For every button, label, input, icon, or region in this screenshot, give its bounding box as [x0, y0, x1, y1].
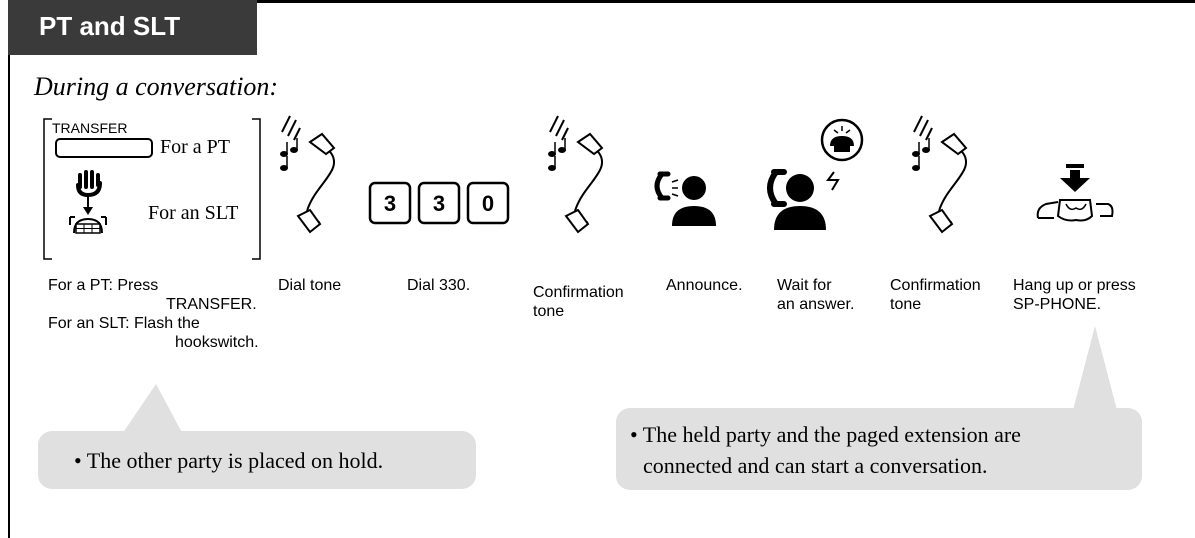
step-dial: Dial 330.: [407, 277, 471, 294]
connected-note-line1: • The held party and the paged extension…: [630, 422, 1021, 447]
step-confirmation-tone-1-line1: Confirmation: [533, 284, 624, 301]
step-confirmation-tone-2-line1: Confirmation: [890, 277, 981, 294]
announce-icon: [654, 171, 716, 226]
connected-callout-pointer: [1072, 326, 1118, 414]
phone-hook-icon: [69, 170, 107, 234]
section-title-tab: PT and SLT: [8, 0, 257, 55]
step-dial-tone: Dial tone: [278, 277, 342, 294]
hang-up-icon: [1036, 164, 1114, 222]
hold-note-bubble: • The other party is placed on hold.: [38, 431, 476, 489]
wait-answer-icon: [767, 118, 864, 230]
section-title: PT and SLT: [39, 11, 181, 41]
connected-note-line2: connected and can start a conversation.: [643, 453, 988, 478]
dial-key-3: 0: [482, 191, 494, 216]
step-press-transfer-line2: TRANSFER.: [166, 296, 257, 313]
for-slt-label: For an SLT: [148, 202, 239, 224]
right-bracket: [252, 118, 261, 260]
dial-key-1: 3: [384, 191, 396, 216]
step-flash-hookswitch-line2: hookswitch.: [175, 334, 259, 351]
step-announce: Announce.: [666, 277, 743, 294]
handset-with-tone-icon: [912, 115, 968, 234]
step-press-transfer-line1: For a PT: Press: [48, 277, 159, 294]
step-wait-answer-line2: an answer.: [777, 296, 855, 313]
handset-with-tone-icon: [280, 115, 336, 234]
intro-text: During a conversation:: [34, 72, 279, 101]
dial-keys-icon: 3 3 0: [368, 181, 510, 225]
step-wait-answer-line1: Wait for: [777, 277, 832, 294]
connected-note-bubble: • The held party and the paged extension…: [616, 408, 1142, 490]
step-confirmation-tone-1-line2: tone: [533, 303, 565, 320]
step-hang-up-line2: SP-PHONE.: [1013, 296, 1102, 313]
handset-with-tone-icon: [548, 115, 604, 234]
dial-key-2: 3: [433, 191, 445, 216]
step-hang-up-line1: Hang up or press: [1013, 277, 1136, 294]
for-pt-label: For a PT: [160, 136, 230, 158]
bracket-group: [43, 118, 261, 260]
hold-note: • The other party is placed on hold.: [74, 448, 384, 473]
hold-callout-pointer: [118, 384, 186, 440]
transfer-key-icon: [55, 138, 153, 158]
frame-left-rule: [8, 0, 10, 538]
left-bracket: [43, 118, 52, 260]
step-flash-hookswitch-line1: For an SLT: Flash the: [48, 315, 200, 332]
step-confirmation-tone-2-line2: tone: [890, 296, 922, 313]
transfer-key-label: TRANSFER: [52, 120, 128, 136]
frame-top-rule: [8, 0, 1195, 3]
